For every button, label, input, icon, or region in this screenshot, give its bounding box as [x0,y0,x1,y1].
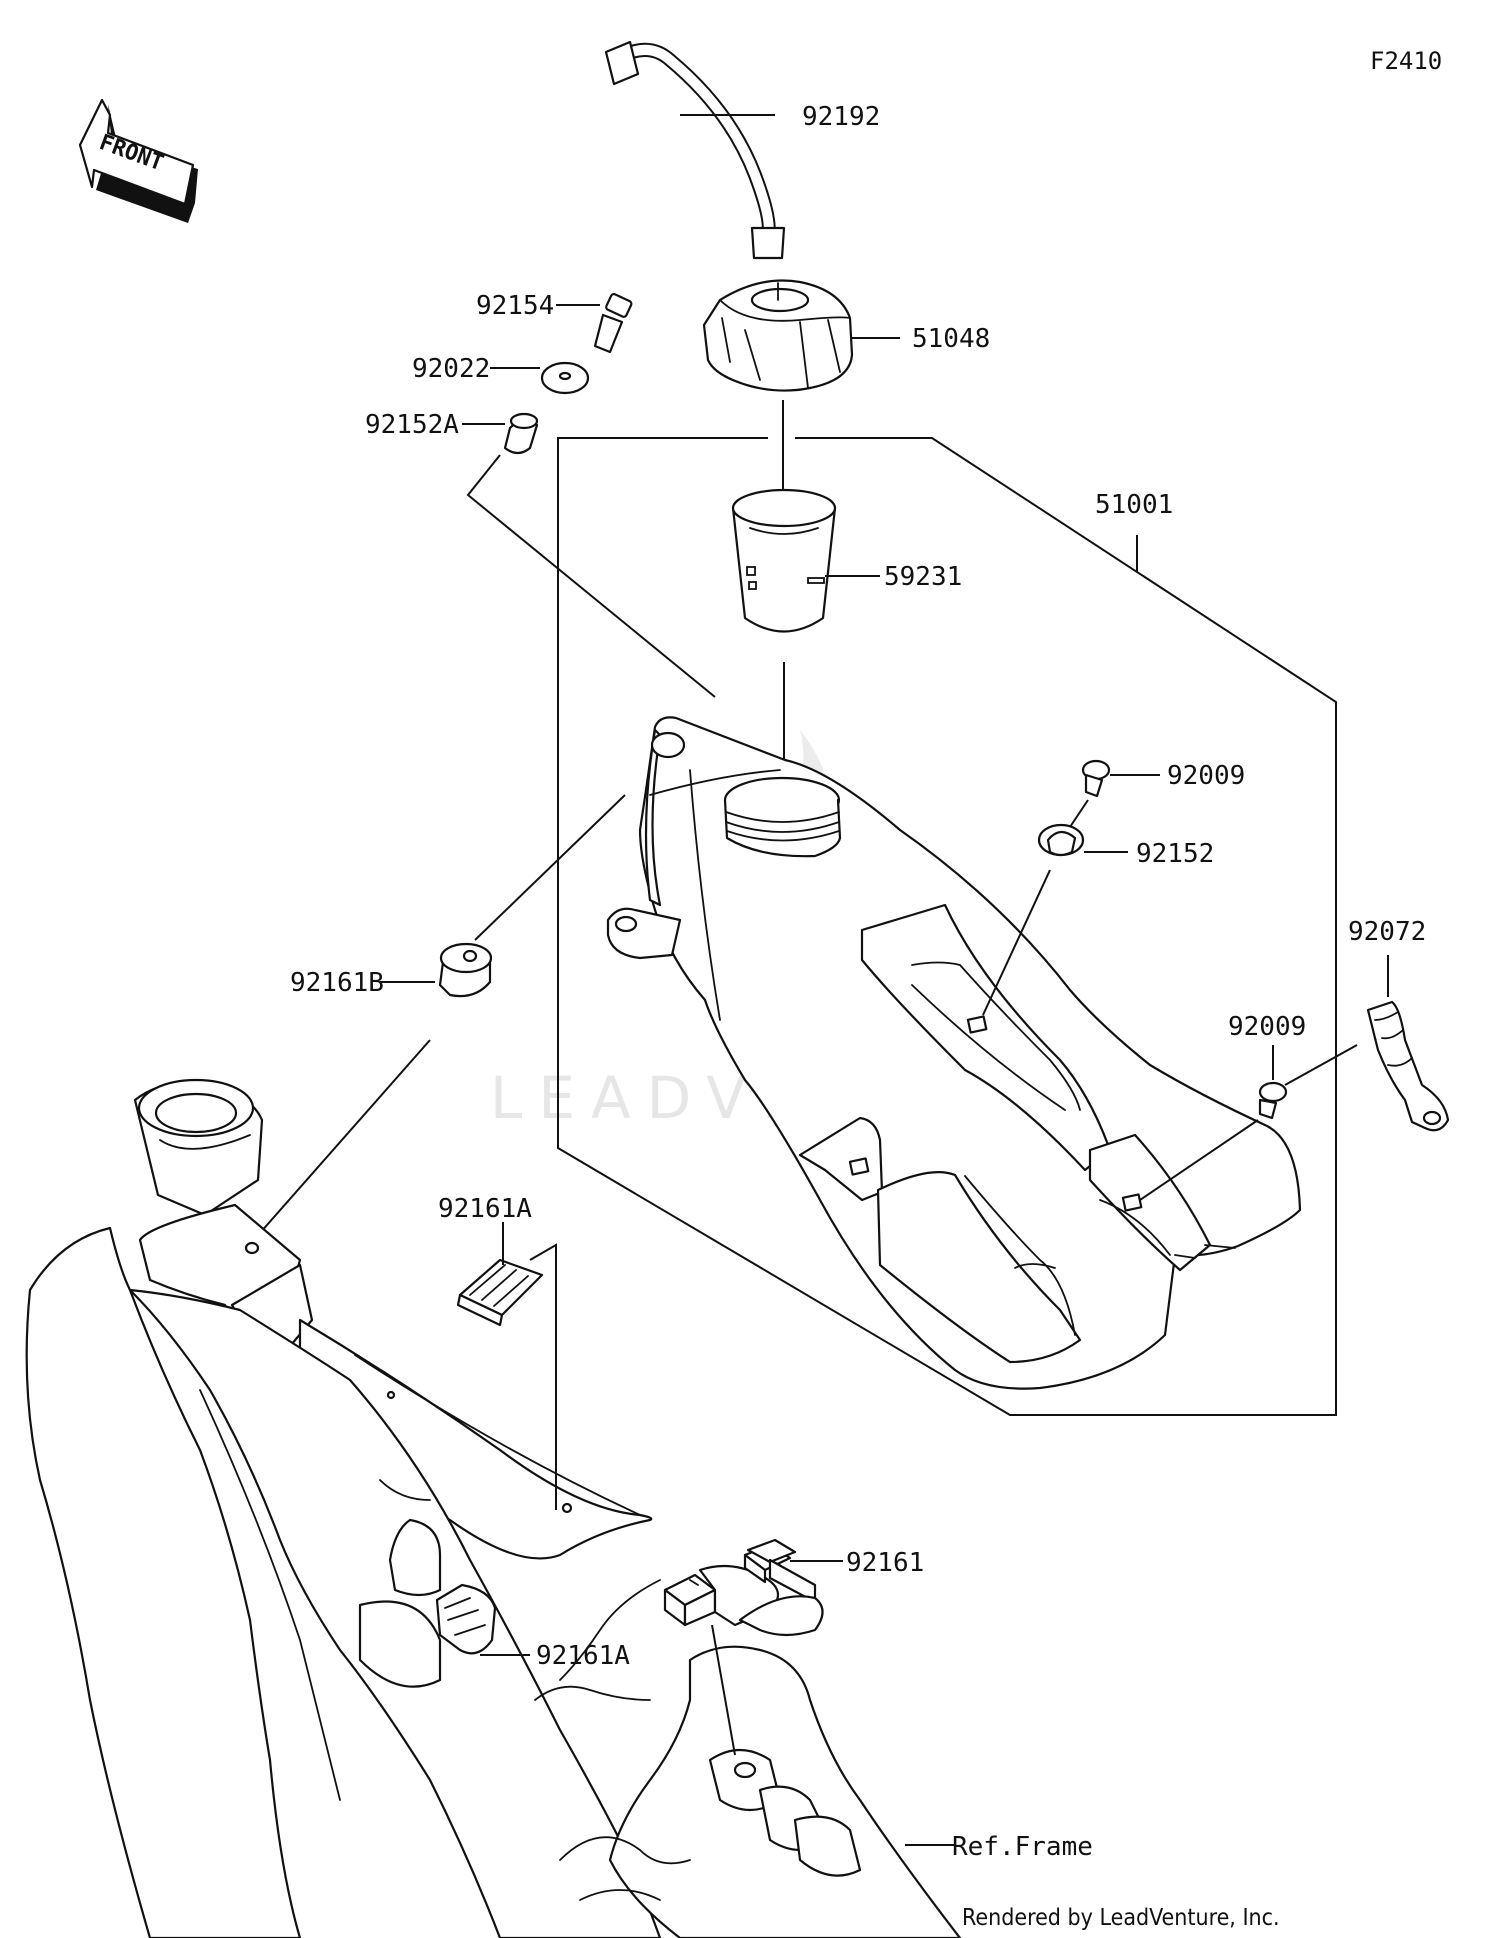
label-51048: 51048 [912,324,990,354]
fuel-filter [731,488,837,633]
label-92161b: 92161B [290,968,384,998]
washer-92022 [540,361,590,395]
label-92022: 92022 [412,354,490,384]
label-92161: 92161 [846,1548,924,1578]
fuel-cap [702,279,854,392]
label-92161a-top: 92161A [438,1194,532,1224]
label-92072: 92072 [1348,917,1426,947]
assembly-bracket [557,437,1337,1416]
label-51001: 51001 [1095,490,1173,520]
label-92152a: 92152A [365,410,459,440]
collar-92152 [1037,823,1085,857]
fuel-tank [606,716,1302,1390]
label-92161a-lower: 92161A [536,1641,630,1671]
reference-frame [25,1078,962,1938]
credit-text: Rendered by LeadVenture, Inc. [962,1905,1280,1931]
label-92009-top: 92009 [1167,761,1245,791]
front-arrow-icon: FRONT [78,98,198,223]
label-59231: 59231 [884,562,962,592]
collar-92152a [503,412,539,455]
bolt-92154 [593,292,633,354]
damper-92161b [438,942,493,998]
label-92009-right: 92009 [1228,1012,1306,1042]
label-92192: 92192 [802,102,880,132]
damper-92161a-top [456,1258,544,1327]
sheet-id: F2410 [1370,47,1442,75]
fuel-tank-hose [604,40,786,260]
damper-92161 [663,1538,824,1637]
ref-frame-label: Ref.Frame [952,1832,1093,1862]
label-92154: 92154 [476,291,554,321]
screw-92009-top [1081,759,1111,798]
screw-92009-right [1258,1081,1288,1120]
label-92152: 92152 [1136,839,1214,869]
damper-92161a-lower [435,1583,497,1655]
strap-92072 [1366,1000,1450,1132]
